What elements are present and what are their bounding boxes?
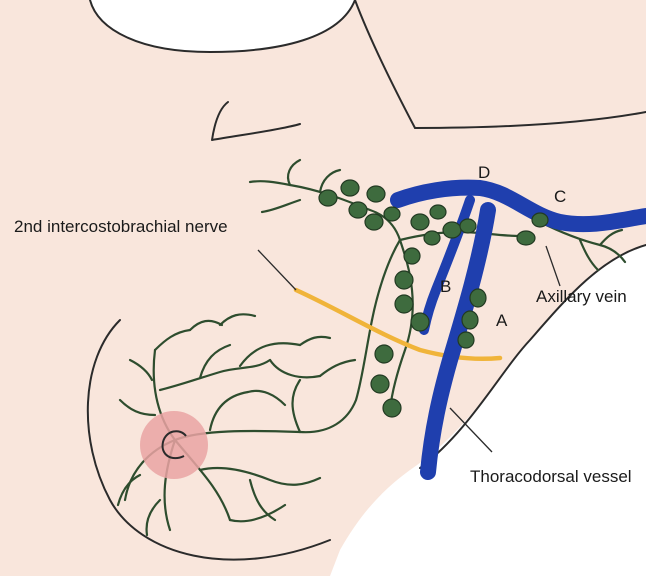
lymph-node (469, 288, 487, 308)
lymph-node (394, 270, 414, 290)
intercostobrachial-nerve (293, 287, 503, 361)
axillary-vein-leader-line (545, 245, 561, 287)
lymph-node (531, 212, 549, 228)
lymph-node (340, 179, 360, 197)
level-c-label: C (554, 187, 566, 206)
shoulder-outline (89, 0, 356, 54)
lymph-node (442, 221, 462, 239)
thoracodorsal-vessel (420, 202, 496, 480)
lymph-node (461, 310, 479, 330)
lymph-node (457, 331, 475, 349)
arm-outline-lower (419, 244, 646, 469)
clavicle-line (211, 101, 301, 141)
axillary-vein (390, 179, 646, 233)
areola (140, 411, 208, 479)
lymph-node (423, 230, 441, 246)
lymph-node (394, 294, 414, 314)
lymph-node (348, 201, 368, 219)
thoracodorsal-leader-line (449, 407, 493, 453)
lymph-node (364, 213, 384, 231)
lymph-node (370, 374, 390, 394)
nerve-leader-line (257, 249, 297, 291)
lymph-node (382, 398, 402, 418)
lymph-node (459, 218, 477, 234)
nerve-label: 2nd intercostobrachial nerve (14, 217, 228, 236)
lymph-node (366, 185, 386, 203)
lymph-node (318, 189, 338, 207)
axillary-vein-label: Axillary vein (536, 287, 627, 306)
lymph-node (374, 344, 394, 364)
lymph-node (383, 206, 401, 222)
lymph-node (410, 312, 430, 332)
breast-outline (86, 319, 331, 561)
lymph-nodes (318, 179, 549, 418)
lymph-node (410, 213, 430, 231)
lymph-node (429, 204, 447, 220)
level-a-label: A (496, 311, 508, 330)
lymph-node (403, 247, 421, 265)
arm-outline-upper (354, 0, 646, 130)
thoracodorsal-label: Thoracodorsal vessel (470, 467, 632, 486)
nipple (161, 430, 187, 460)
level-b-label: B (440, 277, 451, 296)
lymph-node (516, 230, 536, 246)
level-d-label: D (478, 163, 490, 182)
